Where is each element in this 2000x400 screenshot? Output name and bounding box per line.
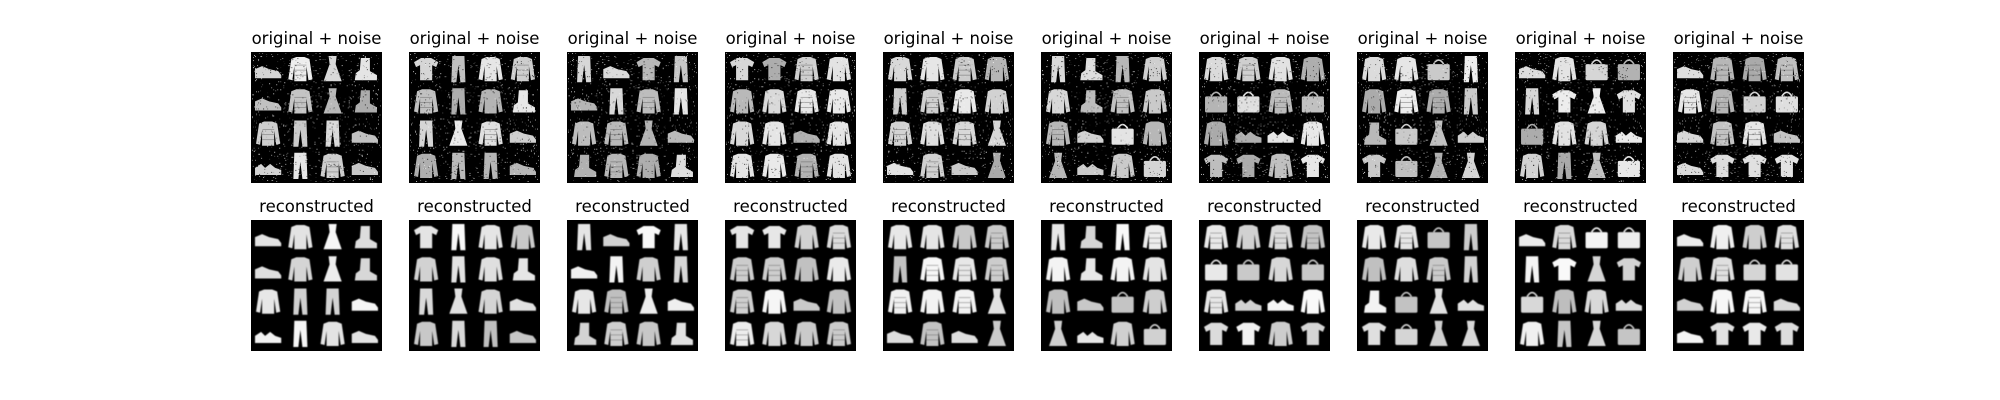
reconstructed-image [1515,220,1646,351]
reconstructed-image [883,220,1014,351]
noisy-image [725,52,856,183]
image-grid [1516,221,1645,350]
image-grid [1200,221,1329,350]
image-grid [1358,221,1487,350]
image-grid [568,221,697,350]
image-grid [252,221,381,350]
panel-title: reconstructed [417,197,532,216]
reconstructed-image [1673,220,1804,351]
noisy-image [883,52,1014,183]
reconstructed-image [725,220,856,351]
panel-title: original + noise [1357,29,1488,48]
panel-title: reconstructed [1523,197,1638,216]
image-grid [252,53,381,182]
image-grid [726,53,855,182]
noisy-image [1041,52,1172,183]
panel-title: reconstructed [891,197,1006,216]
panel-title: reconstructed [1049,197,1164,216]
panel-title: original + noise [409,29,540,48]
noisy-image [1673,52,1804,183]
panel-title: original + noise [1199,29,1330,48]
panel-title: original + noise [1673,29,1804,48]
image-grid [568,53,697,182]
noisy-image [251,52,382,183]
noisy-image [1515,52,1646,183]
panel-title: reconstructed [733,197,848,216]
image-grid [410,53,539,182]
image-grid [884,221,1013,350]
image-grid [726,221,855,350]
reconstructed-image [1041,220,1172,351]
panel-title: reconstructed [575,197,690,216]
image-grid [1042,221,1171,350]
image-grid [884,53,1013,182]
image-grid [410,221,539,350]
image-grid [1516,53,1645,182]
noisy-image [567,52,698,183]
reconstructed-image [1199,220,1330,351]
image-grid [1042,53,1171,182]
reconstructed-image [251,220,382,351]
panel-title: original + noise [567,29,698,48]
panel-title: original + noise [251,29,382,48]
panel-title: reconstructed [259,197,374,216]
reconstructed-image [1357,220,1488,351]
image-grid [1200,53,1329,182]
panel-title: original + noise [883,29,1014,48]
reconstructed-image [409,220,540,351]
image-grid [1674,53,1803,182]
panel-title: original + noise [725,29,856,48]
panel-title: reconstructed [1207,197,1322,216]
reconstructed-image [567,220,698,351]
noisy-image [1357,52,1488,183]
image-grid [1674,221,1803,350]
panel-title: original + noise [1515,29,1646,48]
panel-title: reconstructed [1681,197,1796,216]
panel-title: reconstructed [1365,197,1480,216]
image-grid [1358,53,1487,182]
panel-title: original + noise [1041,29,1172,48]
noisy-image [409,52,540,183]
noisy-image [1199,52,1330,183]
